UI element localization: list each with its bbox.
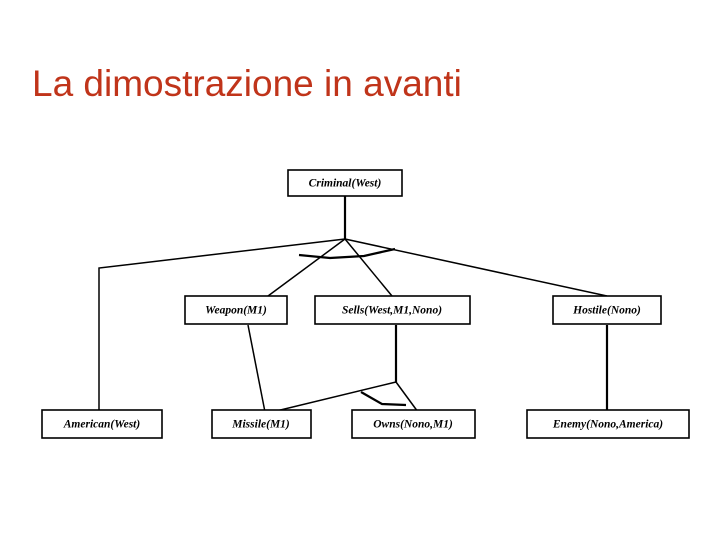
node-label-owns-nono-m1: Owns(Nono,M1)	[373, 419, 453, 431]
page-title: La dimostrazione in avanti	[32, 63, 462, 104]
conjunction-arc-sells-west-m1-nono	[360, 391, 407, 407]
conjunction-arc-criminal-west	[298, 247, 396, 260]
node-criminal-west[interactable]: Criminal(West)	[287, 169, 403, 197]
node-label-hostile-nono: Hostile(Nono)	[572, 305, 641, 317]
node-label-sells-west-m1-nono: Sells(West,M1,Nono)	[342, 305, 442, 317]
node-missile-m1[interactable]: Missile(M1)	[211, 409, 312, 439]
node-hostile-nono[interactable]: Hostile(Nono)	[552, 295, 662, 325]
node-box-enemy-nono-america	[526, 409, 690, 439]
edge-weapon-m1-to-missile-m1	[247, 324, 266, 413]
node-label-criminal-west: Criminal(West)	[309, 178, 382, 190]
node-box-owns-nono-m1	[351, 409, 476, 439]
node-box-criminal-west	[287, 169, 403, 197]
node-box-weapon-m1	[184, 295, 288, 325]
node-owns-nono-m1[interactable]: Owns(Nono,M1)	[351, 409, 476, 439]
edge-criminal-west-to-weapon-m1	[267, 238, 346, 297]
node-label-enemy-nono-america: Enemy(Nono,America)	[552, 419, 663, 431]
edge-criminal-west-to-american-west	[98, 238, 346, 410]
node-weapon-m1[interactable]: Weapon(M1)	[184, 295, 288, 325]
node-box-missile-m1	[211, 409, 312, 439]
edge-criminal-west-to-sells-west-m1-nono	[344, 238, 393, 297]
node-label-weapon-m1: Weapon(M1)	[205, 305, 267, 317]
edge-sells-west-m1-nono-to-missile-m1	[267, 381, 397, 414]
edge-criminal-west-to-hostile-nono	[344, 238, 608, 297]
node-box-sells-west-m1-nono	[314, 295, 471, 325]
node-sells-west-m1-nono[interactable]: Sells(West,M1,Nono)	[314, 295, 471, 325]
edge-sells-west-m1-nono-to-owns-nono-m1	[395, 381, 419, 413]
node-label-missile-m1: Missile(M1)	[231, 419, 290, 431]
node-box-american-west	[41, 409, 163, 439]
node-box-hostile-nono	[552, 295, 662, 325]
node-american-west[interactable]: American(West)	[41, 409, 163, 439]
node-label-american-west: American(West)	[63, 419, 141, 431]
edge-group	[98, 196, 609, 414]
node-enemy-nono-america[interactable]: Enemy(Nono,America)	[526, 409, 690, 439]
